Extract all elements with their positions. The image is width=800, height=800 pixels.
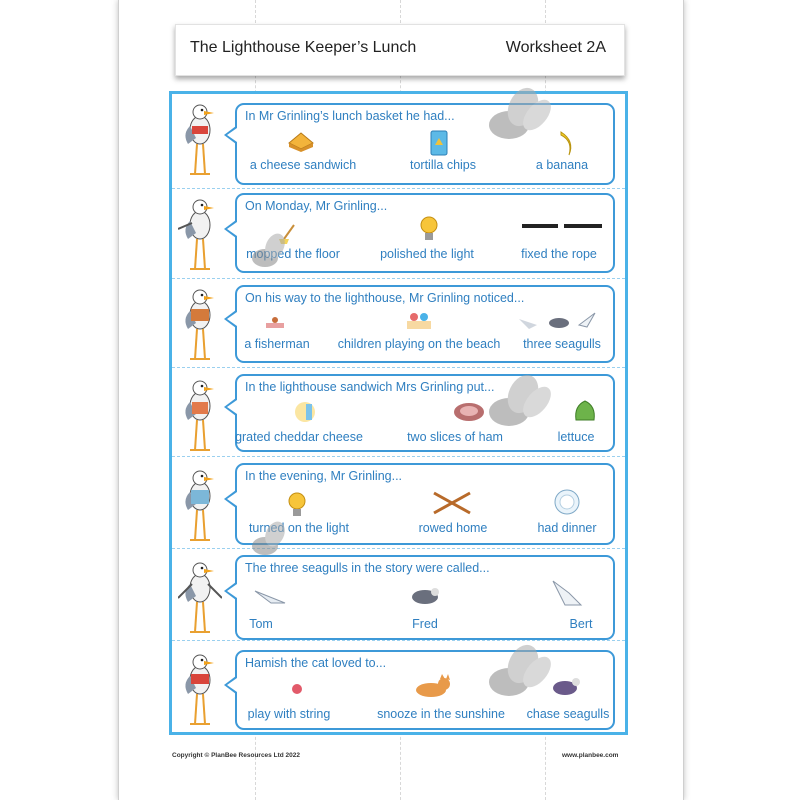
- seagull-icon: [178, 562, 222, 633]
- oars-icon: [433, 491, 471, 515]
- website-text: www.planbee.com: [562, 752, 619, 759]
- answer-option[interactable]: rowed home: [418, 521, 488, 535]
- answer-option[interactable]: Tom: [249, 617, 273, 631]
- answer-option[interactable]: play with string: [247, 707, 331, 721]
- question-prompt: In the evening, Mr Grinling...: [245, 469, 403, 483]
- seagull-icon: [254, 590, 286, 604]
- question-bubble: Hamish the cat loved to... play with str…: [235, 650, 615, 730]
- rope-icon: [522, 224, 602, 228]
- answer-option[interactable]: grated cheddar cheese: [235, 430, 363, 444]
- cheese-sandwich-icon: [288, 132, 314, 152]
- answer-option[interactable]: polished the light: [380, 247, 474, 261]
- cat-icon: [416, 674, 450, 697]
- watermark-bee-icon: [489, 644, 551, 696]
- lightbulb-icon: [420, 216, 438, 240]
- answer-option[interactable]: fixed the rope: [521, 247, 597, 261]
- watermark-bee-icon: [489, 87, 551, 139]
- banana-icon: [560, 131, 572, 156]
- seagull-icon: [178, 199, 215, 270]
- answer-option[interactable]: children playing on the beach: [337, 337, 501, 351]
- row-divider: [172, 640, 625, 641]
- question-bubble: In the evening, Mr Grinling... turned on…: [235, 463, 615, 545]
- question-prompt: In Mr Grinling’s lunch basket he had...: [245, 109, 455, 123]
- seagull-icon: [184, 289, 215, 360]
- question-prompt: On Monday, Mr Grinling...: [245, 199, 388, 213]
- seagull-icon: [184, 104, 215, 175]
- seagull-icon: [552, 580, 583, 606]
- watermark-bee-icon: [489, 374, 551, 426]
- answer-option[interactable]: chase seagulls: [526, 707, 610, 721]
- lightbulb-icon: [288, 492, 306, 516]
- answer-option[interactable]: Fred: [412, 617, 438, 631]
- answer-option[interactable]: a cheese sandwich: [249, 158, 357, 172]
- worksheet-header: The Lighthouse Keeper’s Lunch Worksheet …: [175, 24, 625, 76]
- question-prompt: On his way to the lighthouse, Mr Grinlin…: [245, 291, 525, 305]
- question-bubble: On his way to the lighthouse, Mr Grinlin…: [235, 285, 615, 363]
- worksheet-number: Worksheet 2A: [505, 39, 606, 56]
- question-prompt: Hamish the cat loved to...: [245, 656, 387, 670]
- watermark-bee-icon: [252, 233, 285, 267]
- row-divider: [172, 278, 625, 279]
- question-bubble: The three seagulls in the story were cal…: [235, 555, 615, 640]
- seagull-icon: [184, 380, 215, 451]
- watermark-bee-icon: [252, 521, 285, 555]
- copyright-text: Copyright © PlanBee Resources Ltd 2022: [172, 752, 300, 759]
- string-icon: [292, 684, 302, 694]
- fisherman-icon: [266, 317, 284, 328]
- seagull-icon: [184, 470, 215, 541]
- seagull-icon: [184, 654, 215, 725]
- beach-children-icon: [407, 313, 431, 329]
- tortilla-chips-icon: [430, 130, 448, 156]
- row-divider: [172, 548, 625, 549]
- answer-option[interactable]: a fisherman: [244, 337, 310, 351]
- cheese-icon: [295, 402, 315, 422]
- answer-option[interactable]: Bert: [569, 617, 593, 631]
- worksheet-title: The Lighthouse Keeper’s Lunch: [190, 39, 417, 56]
- question-bubble: In Mr Grinling’s lunch basket he had... …: [235, 103, 615, 185]
- lettuce-icon: [575, 400, 595, 421]
- seagull-icon: [553, 678, 580, 695]
- question-bubble: On Monday, Mr Grinling... mopped the flo…: [235, 193, 615, 273]
- answer-option[interactable]: a banana: [535, 158, 589, 172]
- answer-option[interactable]: snooze in the sunshine: [377, 707, 505, 721]
- answer-option[interactable]: tortilla chips: [410, 158, 476, 172]
- row-divider: [172, 456, 625, 457]
- answer-option[interactable]: three seagulls: [523, 337, 601, 351]
- question-bubble: In the lighthouse sandwich Mrs Grinling …: [235, 374, 615, 452]
- row-divider: [172, 367, 625, 368]
- answer-option[interactable]: lettuce: [557, 430, 595, 444]
- seagull-icon: [519, 312, 596, 329]
- ham-icon: [454, 403, 484, 421]
- seagull-icon: [412, 588, 439, 604]
- question-prompt: In the lighthouse sandwich Mrs Grinling …: [245, 380, 495, 394]
- answer-option[interactable]: had dinner: [537, 521, 597, 535]
- question-prompt: The three seagulls in the story were cal…: [245, 561, 490, 575]
- plate-icon: [554, 489, 580, 515]
- row-divider: [172, 188, 625, 189]
- answer-option[interactable]: two slices of ham: [407, 430, 503, 444]
